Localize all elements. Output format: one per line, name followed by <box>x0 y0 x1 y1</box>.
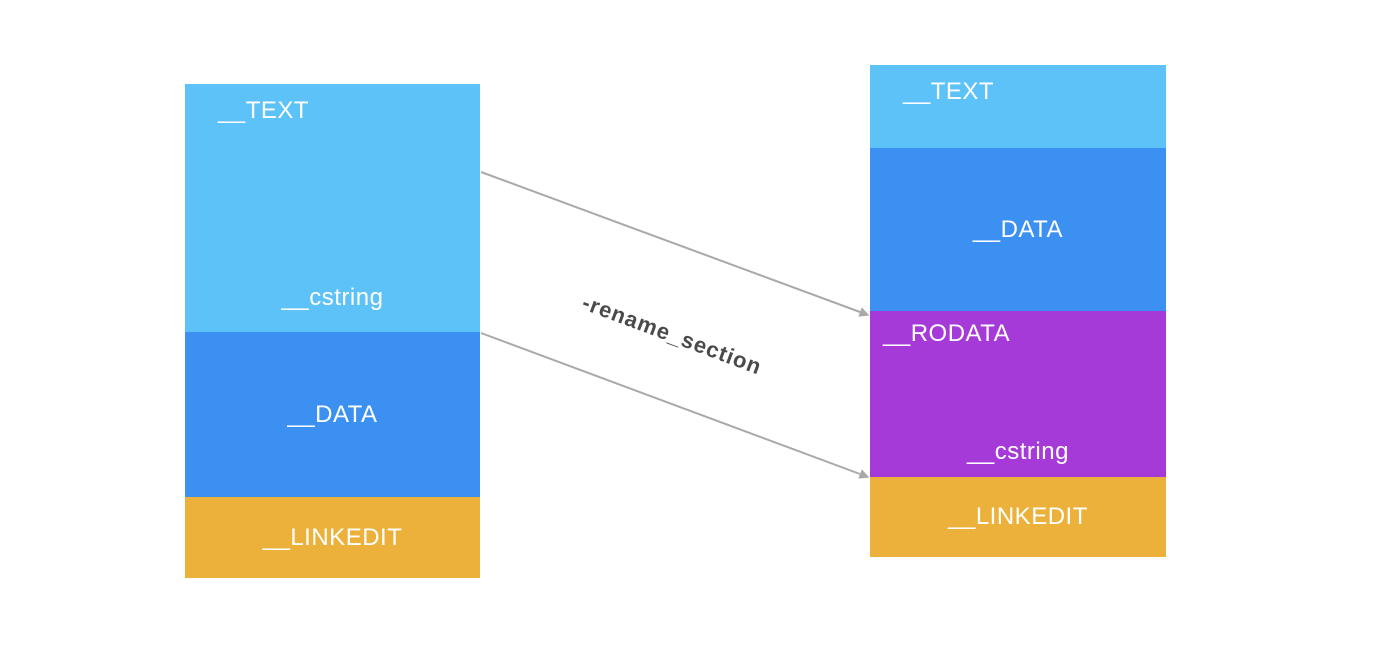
segment-data: __DATA <box>870 148 1166 311</box>
segment-label: __DATA <box>972 215 1064 243</box>
segment-data: __DATA <box>185 332 480 497</box>
memory-stack-before: __TEXT __cstring __DATA __LINKEDIT <box>185 84 480 578</box>
memory-stack-after: __TEXT __DATA __RODATA __cstring __LINKE… <box>870 65 1166 557</box>
segment-label: __LINKEDIT <box>948 503 1088 531</box>
segment-text: __TEXT __cstring <box>185 84 480 332</box>
segment-label: __TEXT <box>903 78 995 105</box>
segment-label: __LINKEDIT <box>262 523 403 551</box>
rename-section-label: -rename_section <box>578 289 766 380</box>
segment-linkedit: __LINKEDIT <box>870 477 1166 557</box>
segment-label: __RODATA <box>883 320 1011 347</box>
rename-arrow-top <box>480 171 870 317</box>
segment-text: __TEXT <box>870 65 1166 148</box>
segment-label: __DATA <box>287 400 378 428</box>
segment-label: __TEXT <box>218 97 310 124</box>
rename-arrow-bottom <box>480 332 870 479</box>
segment-rodata: __RODATA __cstring <box>870 311 1166 477</box>
section-label-cstring: __cstring <box>967 438 1069 466</box>
segment-linkedit: __LINKEDIT <box>185 497 480 578</box>
section-label-cstring: __cstring <box>281 284 384 312</box>
